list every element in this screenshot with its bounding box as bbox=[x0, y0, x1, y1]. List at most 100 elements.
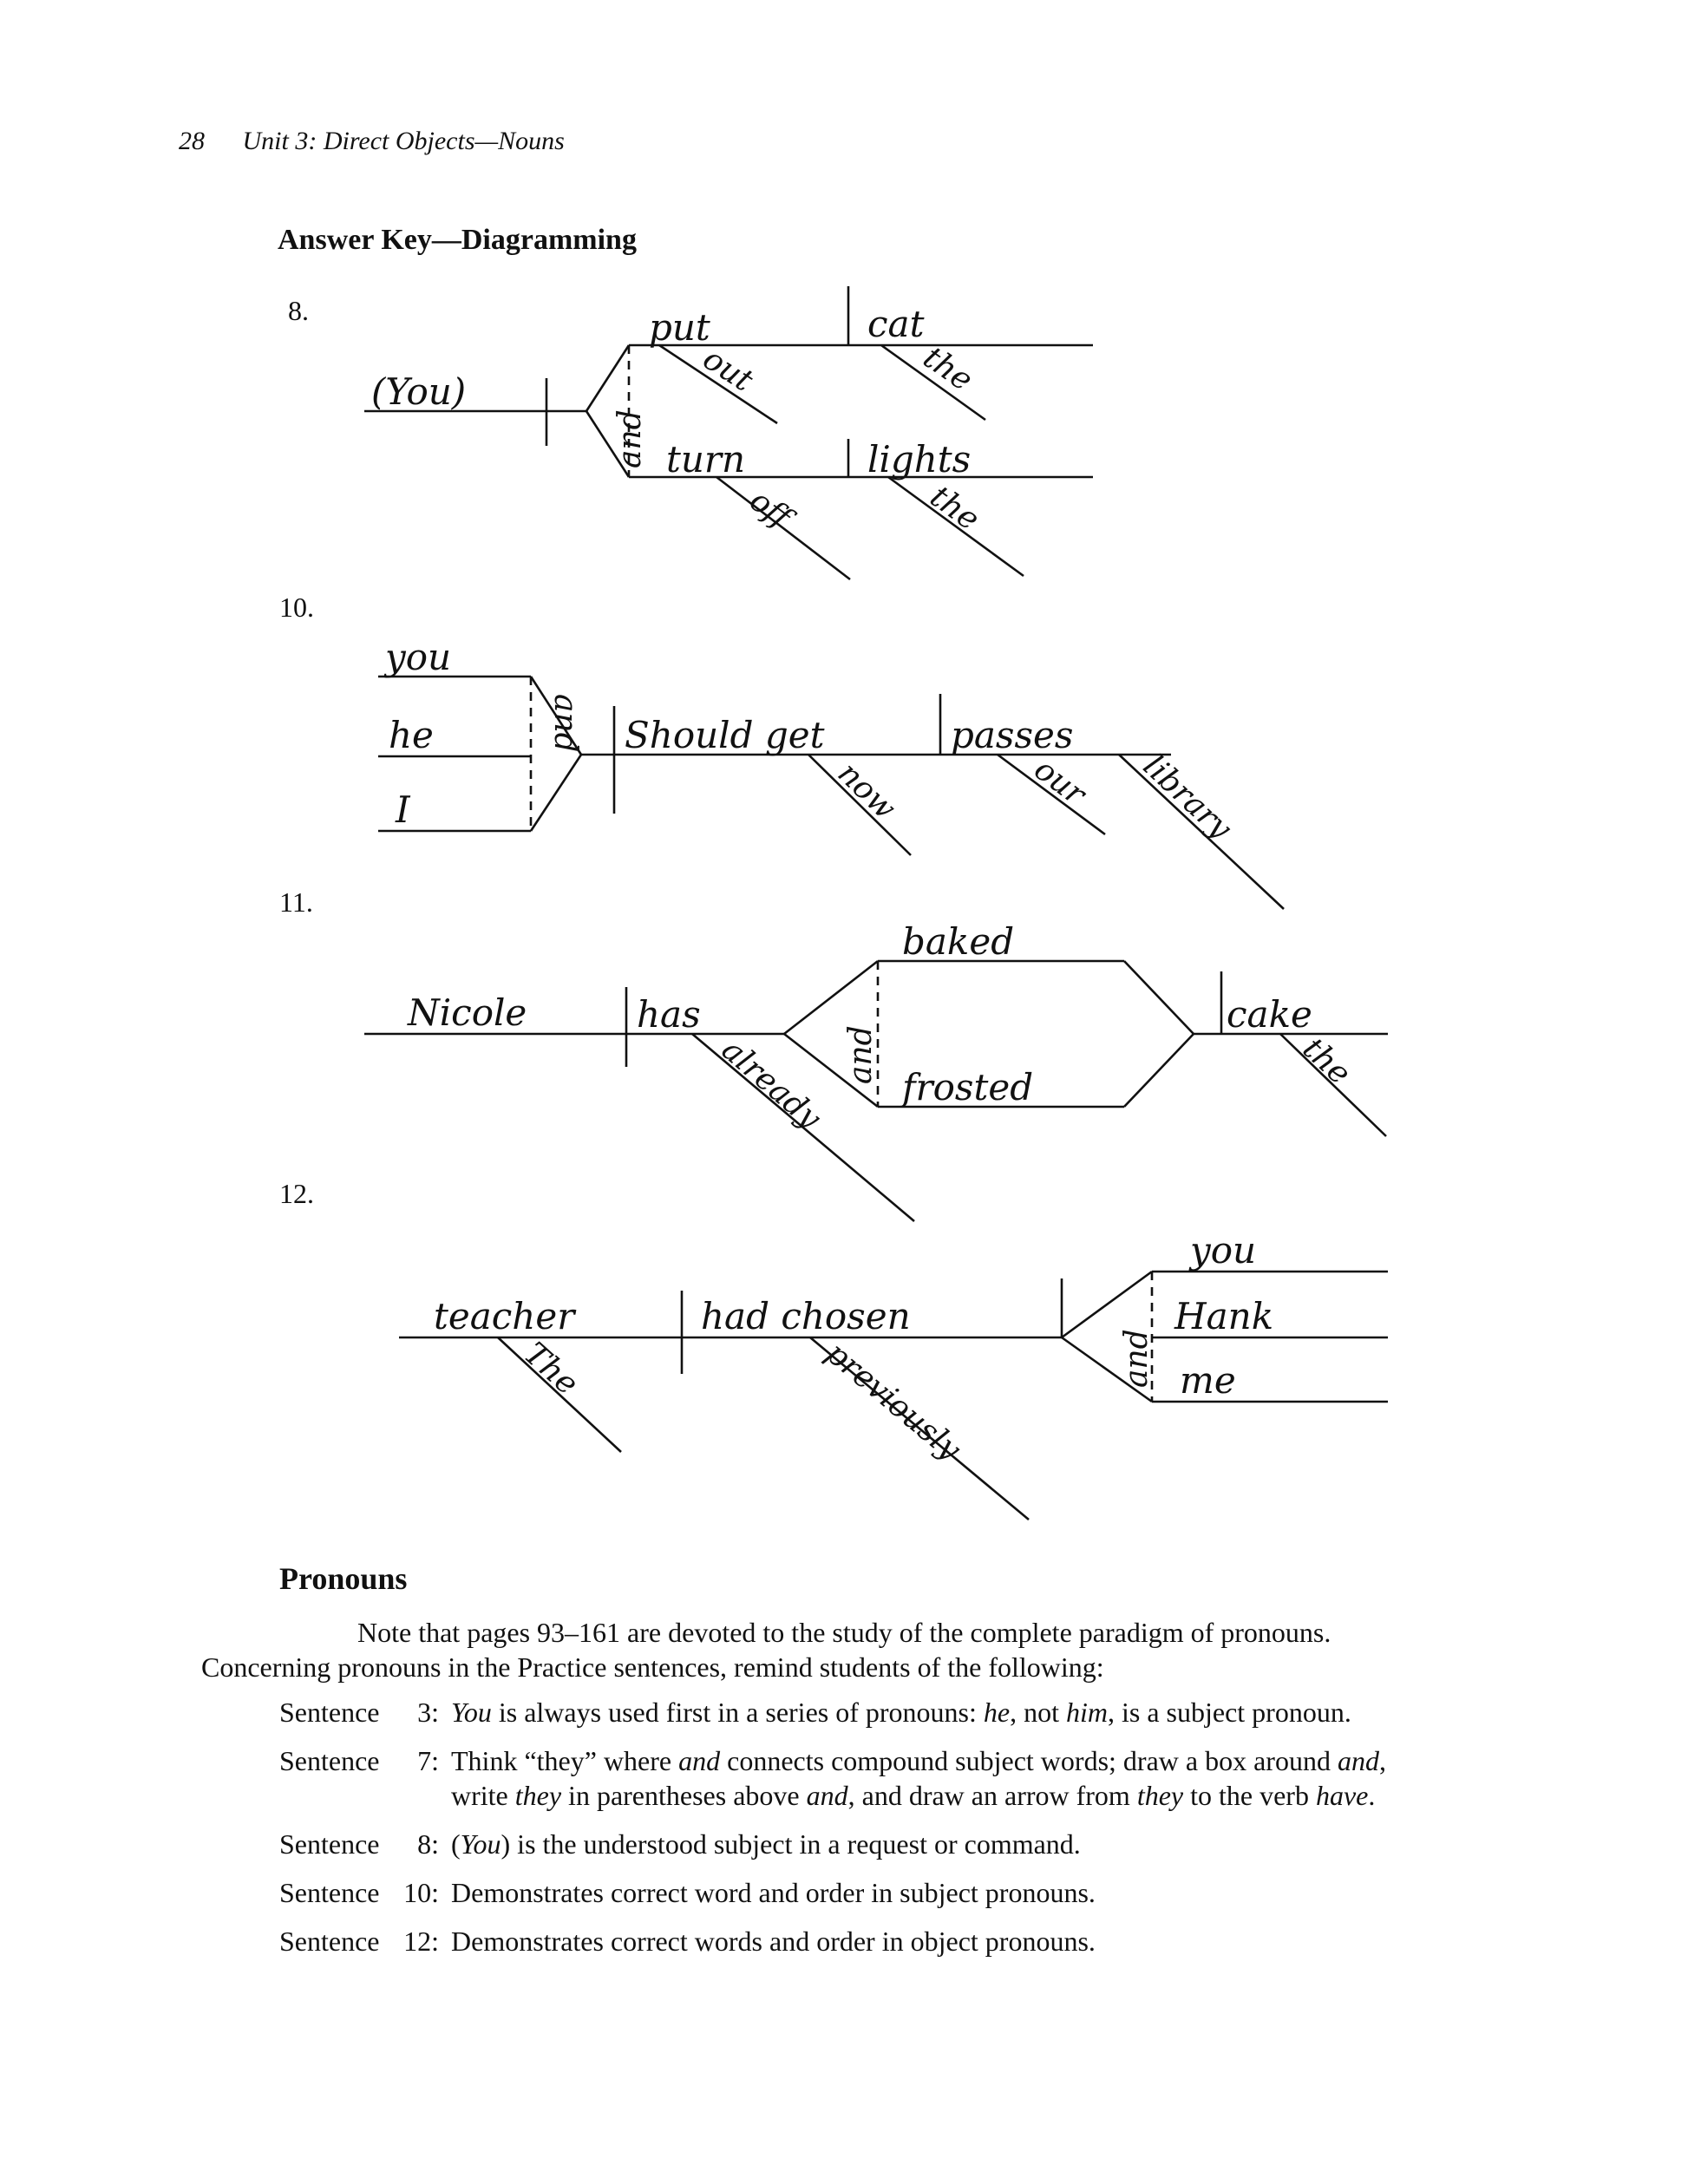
subject-word: teacher bbox=[434, 1295, 577, 1337]
modifier-line-off bbox=[716, 475, 851, 581]
emphasized-word: have bbox=[1315, 1780, 1369, 1811]
modifier-line-now bbox=[808, 754, 912, 856]
emphasized-word: You bbox=[460, 1828, 501, 1860]
pronouns-intro: Note that pages 93–161 are devoted to th… bbox=[201, 1615, 1433, 1684]
modifier-word-now: now bbox=[831, 755, 903, 827]
modifier-word-the-2: the bbox=[924, 479, 986, 538]
diagram-10: you he I and Should get passes now our l… bbox=[378, 636, 1285, 910]
emphasized-word: You bbox=[451, 1697, 492, 1728]
sentence-note: Sentence 3: You is always used first in a … bbox=[279, 1695, 1433, 1730]
sentence-diagrams: (You) and put cat out the 10. turn light… bbox=[364, 286, 1388, 1520]
sentence-note-text: You is always used first in a series of … bbox=[451, 1697, 1351, 1728]
subject-word: Nicole bbox=[407, 991, 527, 1034]
object-word-2: lights bbox=[867, 438, 971, 481]
diagram-number-12: 12. bbox=[279, 1178, 314, 1209]
object-word-1: cat bbox=[867, 303, 925, 345]
emphasized-word: and bbox=[1337, 1745, 1379, 1776]
diagram-8: (You) and put cat out the 10. turn light… bbox=[364, 286, 1093, 581]
object-word-you: you bbox=[1188, 1229, 1256, 1272]
fork-line-upper-right bbox=[1123, 960, 1194, 1035]
object-word: cake bbox=[1227, 993, 1312, 1036]
modifier-word-library: library bbox=[1136, 749, 1239, 847]
emphasized-word: he bbox=[983, 1697, 1011, 1728]
fork-line-upper bbox=[585, 344, 631, 412]
subject-word: (You) bbox=[371, 370, 466, 413]
sentence-note-label: Sentence bbox=[279, 1877, 380, 1908]
fork-line-upper bbox=[529, 676, 583, 755]
sentence-note-number: 7: bbox=[417, 1745, 439, 1776]
object-word: passes bbox=[951, 714, 1073, 756]
subject-word-he: he bbox=[389, 714, 434, 756]
modifier-word-previously: previously bbox=[819, 1335, 967, 1468]
sentence-note-text: Demonstrates correct words and order in … bbox=[451, 1926, 1096, 1957]
verb-word: had chosen bbox=[701, 1295, 911, 1337]
modifier-line-library bbox=[1118, 754, 1285, 910]
sentence-note-text: (You) is the understood subject in a req… bbox=[451, 1828, 1081, 1860]
diagram-12: teacher had chosen and you Hank me The p… bbox=[399, 1229, 1388, 1520]
sentence-note: Sentence 12: Demonstrates correct words an… bbox=[279, 1924, 1433, 1958]
modifier-line-the-2 bbox=[887, 475, 1024, 578]
verb-word: Should get bbox=[625, 714, 825, 756]
running-head: 28 Unit 3: Direct Objects—Nouns bbox=[179, 127, 565, 156]
modifier-line-previously bbox=[809, 1337, 1030, 1520]
modifier-word-out: out bbox=[697, 341, 760, 399]
emphasized-word: and bbox=[806, 1780, 848, 1811]
verb-word-frosted: frosted bbox=[900, 1066, 1033, 1108]
modifier-line-our bbox=[997, 753, 1106, 836]
sentence-note-label: Sentence bbox=[279, 1828, 380, 1860]
sentence-note-number: 8: bbox=[417, 1828, 439, 1860]
sentence-notes: Sentence 3: You is always used first in a … bbox=[279, 1695, 1433, 1958]
conjunction-word: and bbox=[547, 694, 583, 753]
emphasized-word: they bbox=[1136, 1780, 1184, 1811]
verb-word-baked: baked bbox=[902, 920, 1014, 963]
modifier-line-already bbox=[691, 1033, 915, 1222]
fork-line-lower bbox=[529, 754, 583, 832]
modifier-line-out bbox=[658, 343, 778, 425]
sentence-note-number: 3: bbox=[417, 1697, 439, 1728]
diagram-11: Nicole has and baked frosted cake alread… bbox=[364, 920, 1388, 1222]
sentence-note-label: Sentence bbox=[279, 1745, 380, 1776]
emphasized-word: they bbox=[514, 1780, 562, 1811]
fork-line-upper-left bbox=[783, 959, 879, 1036]
pronouns-intro-line-1: Note that pages 93–161 are devoted to th… bbox=[357, 1617, 1331, 1648]
sentence-note: Sentence 10: Demonstrates correct word and… bbox=[279, 1875, 1433, 1910]
conjunction-word: and bbox=[1119, 1329, 1155, 1388]
fork-line-lower bbox=[585, 410, 631, 478]
modifier-line-the bbox=[497, 1337, 622, 1453]
answer-key-title: Answer Key—Diagramming bbox=[278, 224, 637, 256]
sentence-note: Sentence 8: (You) is the understood subjec… bbox=[279, 1827, 1433, 1861]
helper-word: has bbox=[637, 993, 701, 1036]
sentence-note-number: 10: bbox=[403, 1877, 439, 1908]
conjunction-word: and bbox=[843, 1025, 879, 1084]
verb-word-1: put bbox=[649, 306, 710, 349]
modifier-word-already: already bbox=[715, 1032, 828, 1137]
object-word-hank: Hank bbox=[1174, 1295, 1273, 1337]
fork-line-lower-left bbox=[783, 1032, 879, 1108]
fork-line-upper bbox=[1061, 1270, 1153, 1339]
modifier-line-the bbox=[1279, 1033, 1387, 1137]
modifier-line-the-1 bbox=[880, 343, 986, 422]
diagram-number-11: 11. bbox=[279, 886, 313, 918]
modifier-word-the: The bbox=[517, 1336, 585, 1402]
running-title: Unit 3: Direct Objects—Nouns bbox=[242, 127, 565, 155]
sentence-note-label: Sentence bbox=[279, 1697, 380, 1728]
sentence-note: Sentence 7: Think “they” where and connect… bbox=[279, 1743, 1433, 1813]
page-number: 28 bbox=[179, 127, 205, 155]
emphasized-word: and bbox=[678, 1745, 721, 1776]
pronouns-section: Pronouns Note that pages 93–161 are devo… bbox=[201, 1561, 1433, 1972]
conjunction-word: and bbox=[612, 409, 648, 468]
subject-word-you: you bbox=[383, 636, 451, 678]
modifier-word-our: our bbox=[1028, 751, 1094, 813]
sentence-note-label: Sentence bbox=[279, 1926, 380, 1957]
sentence-note-number: 12: bbox=[403, 1926, 439, 1957]
fork-line-lower bbox=[1061, 1336, 1153, 1403]
object-word-me: me bbox=[1180, 1359, 1236, 1402]
subject-word-i: I bbox=[395, 788, 411, 831]
diagram-number-10: 10. bbox=[279, 592, 314, 623]
diagram-number-8: 8. bbox=[288, 295, 309, 326]
sentence-note-text: Think “they” where and connects compound… bbox=[451, 1745, 1386, 1811]
sentence-note-text: Demonstrates correct word and order in s… bbox=[451, 1877, 1096, 1908]
modifier-word-off: off bbox=[743, 482, 801, 538]
pronouns-intro-line-2: Concerning pronouns in the Practice sent… bbox=[201, 1651, 1104, 1683]
verb-word-2-text: turn bbox=[666, 438, 745, 481]
